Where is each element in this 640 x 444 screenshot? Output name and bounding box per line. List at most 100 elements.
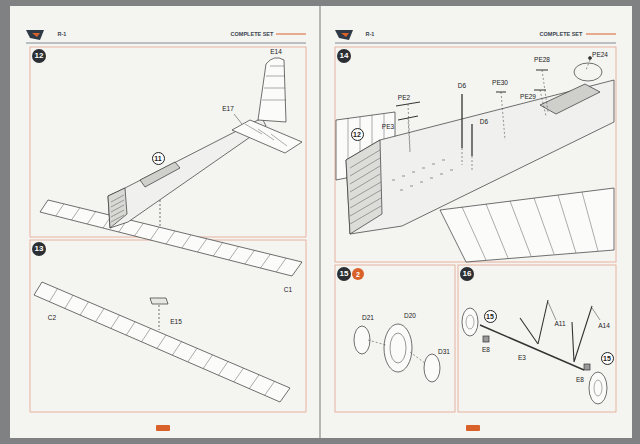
- leader-line: [548, 302, 600, 320]
- guide-line: [159, 305, 160, 330]
- page-fold: [319, 6, 321, 438]
- header-rule: [26, 43, 306, 44]
- number-text: 13: [35, 245, 44, 253]
- logo: [341, 33, 349, 37]
- number-text: 15: [486, 313, 494, 320]
- step-number: 14: [337, 49, 351, 63]
- wheel-disc-d21: [354, 326, 370, 354]
- callout-number: 11: [152, 152, 165, 165]
- part-e15: [150, 298, 168, 304]
- part-number: D6: [480, 119, 488, 126]
- part-number: C1: [284, 287, 292, 294]
- radiator-grille: [350, 150, 381, 224]
- cockpit: [540, 84, 600, 114]
- logo: [335, 30, 353, 40]
- step-frame: [458, 265, 616, 412]
- number-text: 12: [35, 52, 44, 60]
- part-number: D21: [362, 315, 374, 322]
- part-number: E8: [576, 377, 584, 384]
- part-number: PE28: [534, 57, 550, 64]
- part-number: A11: [554, 321, 565, 328]
- part-e8: [483, 336, 489, 342]
- guide-line: [368, 340, 426, 364]
- step-frame: [335, 47, 616, 262]
- number-text: 14: [340, 52, 349, 60]
- step-number: 16: [460, 267, 474, 281]
- axle-e3: [480, 325, 584, 370]
- page-badge: [466, 425, 480, 431]
- part-d6: [471, 124, 472, 156]
- part-number: E14: [270, 49, 282, 56]
- part-number: E8: [482, 347, 490, 354]
- wheel: [462, 308, 478, 336]
- wheel-hub: [466, 315, 474, 329]
- leader-line: [234, 114, 242, 124]
- callout-number: 15: [601, 352, 614, 365]
- wing-ribs: [462, 192, 598, 260]
- callout-number: 12: [351, 128, 364, 141]
- step-number: 12: [32, 49, 46, 63]
- left-page: [10, 6, 319, 438]
- lower-wing: [440, 188, 614, 262]
- guide-line: [160, 200, 161, 226]
- header-text: COMPLETE SET: [231, 32, 274, 38]
- wheel: [589, 372, 607, 404]
- tyre-inner: [390, 333, 406, 363]
- part-d6: [461, 94, 462, 148]
- part-number: E17: [222, 106, 234, 113]
- tail-plane: [232, 120, 302, 153]
- number-text: 16: [463, 270, 472, 278]
- logo: [26, 30, 44, 40]
- spacer: [276, 76, 277, 77]
- radiator-grille: [111, 195, 124, 222]
- callout-number: 15: [484, 310, 497, 323]
- header-text: R-1: [58, 32, 67, 38]
- part-number: PE29: [520, 94, 536, 101]
- fin-ribs: [262, 66, 286, 100]
- fuselage: [346, 80, 614, 234]
- cockpit: [140, 162, 180, 187]
- header-rule: [335, 43, 616, 44]
- part-number: C2: [48, 315, 56, 322]
- quantity-badge: 2: [352, 268, 364, 280]
- number-text: 11: [154, 155, 161, 162]
- step-number: 13: [32, 242, 46, 256]
- part-e8: [584, 364, 590, 370]
- part-number: A14: [598, 323, 610, 330]
- page-badge: [156, 425, 170, 431]
- number-text: 15: [340, 270, 349, 278]
- part-number: E15: [170, 319, 182, 326]
- header-text: R-1: [366, 32, 375, 38]
- undercarriage-struts: [520, 300, 592, 362]
- step-frame: [335, 265, 455, 412]
- right-page: [321, 6, 632, 438]
- part-number: D6: [458, 83, 466, 90]
- part-number: E3: [518, 355, 526, 362]
- header-accent: [276, 34, 306, 35]
- part-pe24: [589, 57, 592, 60]
- part-number: D20: [404, 313, 416, 320]
- guide-line: [408, 60, 590, 170]
- wing-ribs: [56, 204, 286, 272]
- fuselage-louvres: [392, 160, 453, 190]
- number-text: 2: [356, 271, 360, 278]
- part-number: D31: [438, 349, 450, 356]
- tail-fin: [258, 58, 286, 122]
- radiator: [346, 140, 382, 234]
- wheel-hub: [594, 380, 602, 396]
- wing-ribs: [49, 289, 274, 396]
- spacer: [270, 75, 275, 76]
- gun-ring: [574, 63, 602, 81]
- number-text: 15: [603, 355, 611, 362]
- header-accent: [586, 34, 616, 35]
- header-text: COMPLETE SET: [540, 32, 583, 38]
- upper-wing: [40, 200, 302, 276]
- tail-plane-ribs: [245, 124, 287, 146]
- number-text: 12: [353, 131, 361, 138]
- lower-wing: [34, 282, 290, 402]
- part-number: PE30: [492, 80, 508, 87]
- part-number: PE3: [382, 124, 394, 131]
